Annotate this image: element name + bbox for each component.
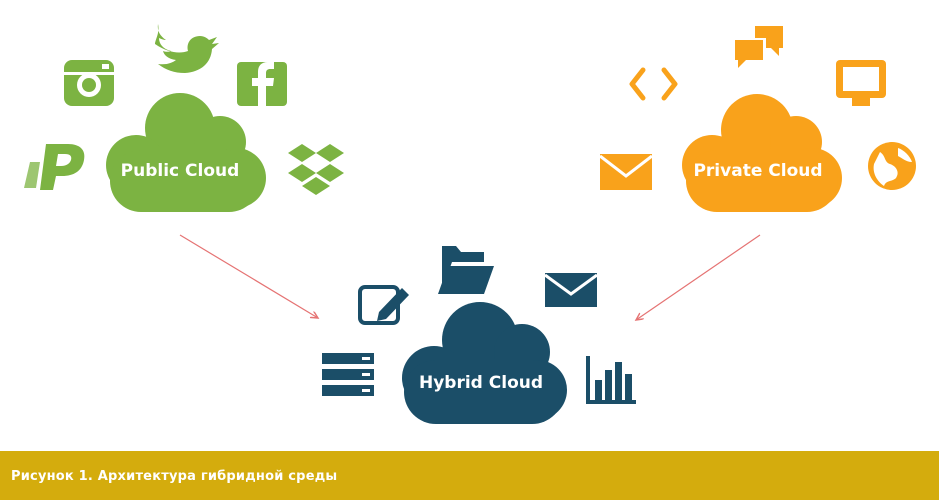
chat-bubbles-icon bbox=[735, 26, 783, 68]
envelope-icon-hybrid bbox=[544, 273, 598, 307]
folder-icon bbox=[438, 246, 494, 294]
hybrid-cloud-label: Hybrid Cloud bbox=[419, 373, 543, 393]
private-cloud: Private Cloud bbox=[682, 94, 842, 212]
dropbox-icon bbox=[288, 144, 344, 195]
arrow-public-to-hybrid bbox=[179, 234, 318, 318]
monitor-icon bbox=[836, 60, 886, 106]
caption-bar: Рисунок 1. Архитектура гибридной среды bbox=[0, 451, 939, 500]
edit-icon bbox=[358, 285, 409, 325]
arrow-private-to-hybrid bbox=[636, 234, 761, 320]
hybrid-cloud: Hybrid Cloud bbox=[402, 302, 567, 424]
facebook-icon bbox=[237, 62, 287, 106]
bar-chart-icon bbox=[586, 356, 636, 404]
public-cloud: Public Cloud bbox=[106, 93, 266, 212]
hybrid-cloud-diagram: Public Cloud Private Cloud bbox=[24, 24, 916, 424]
paypal-icon bbox=[24, 144, 85, 190]
code-icon bbox=[629, 67, 678, 101]
server-icon bbox=[322, 353, 374, 396]
globe-icon bbox=[868, 142, 916, 190]
envelope-icon-private bbox=[599, 154, 653, 190]
figure-caption: Рисунок 1. Архитектура гибридной среды bbox=[11, 469, 338, 484]
public-cloud-label: Public Cloud bbox=[121, 161, 240, 181]
private-cloud-label: Private Cloud bbox=[693, 161, 822, 181]
twitter-icon bbox=[155, 24, 219, 73]
camera-icon bbox=[64, 60, 114, 106]
